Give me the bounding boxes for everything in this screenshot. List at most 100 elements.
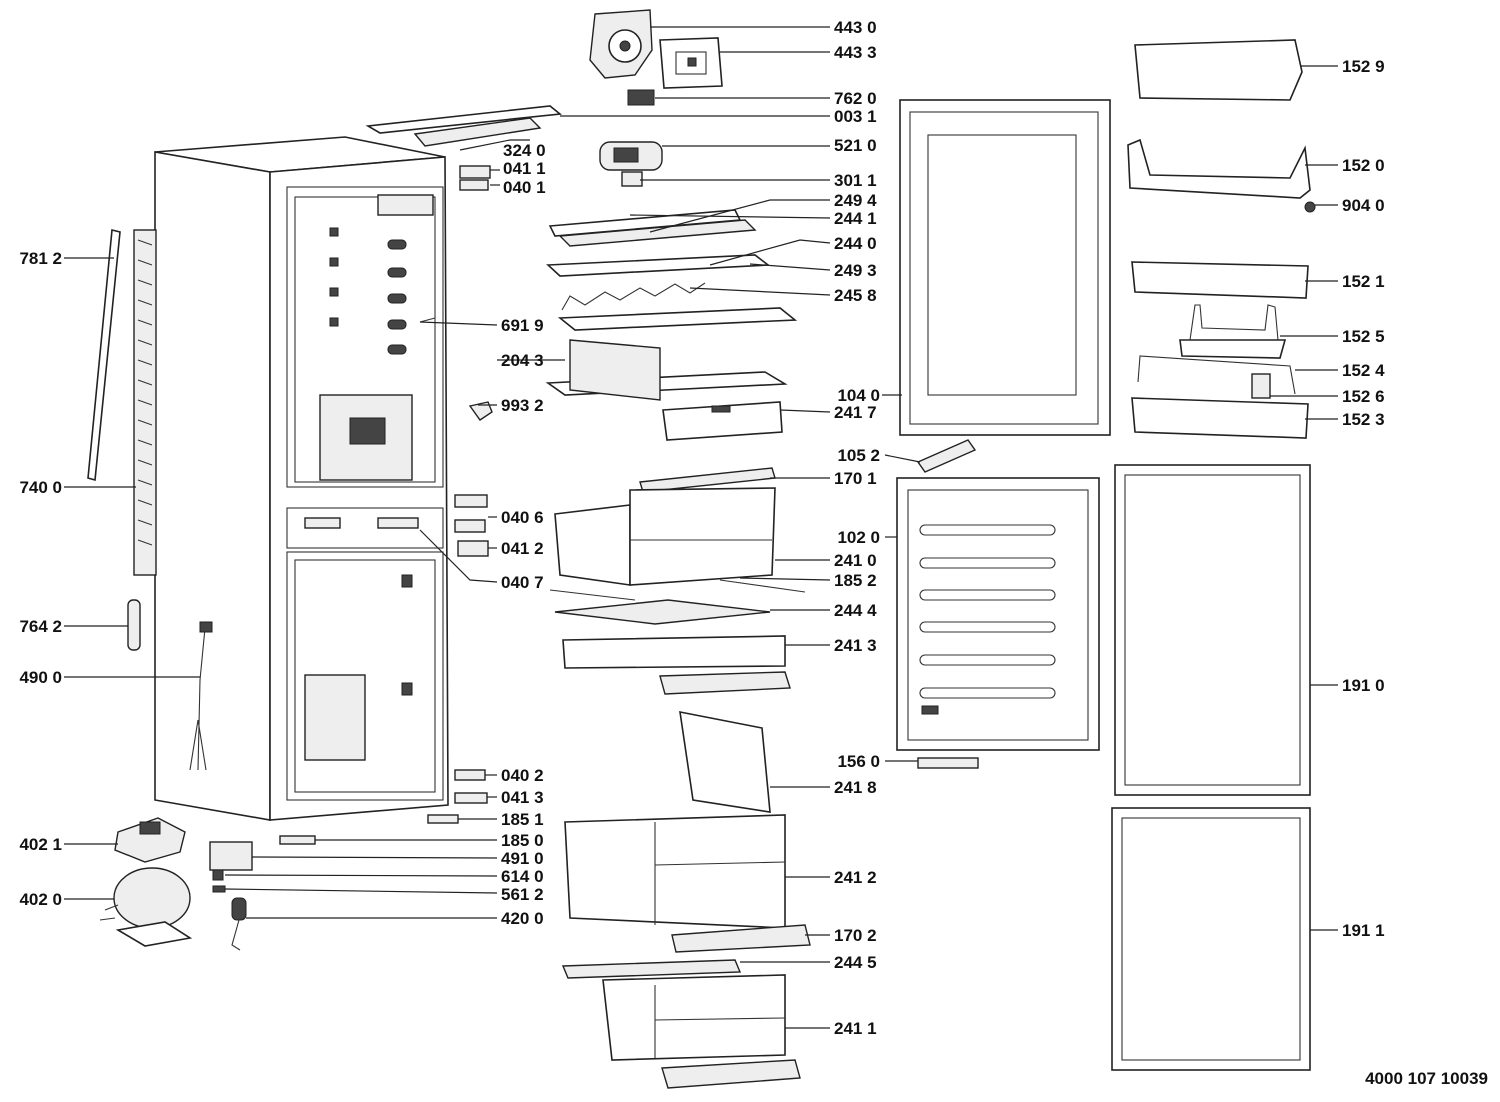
label-402-1: 402 1: [19, 835, 62, 854]
label-740-0: 740 0: [19, 478, 62, 497]
label-781-2: 781 2: [19, 249, 62, 268]
glass-shelf-2444: [554, 599, 771, 625]
label-521-0: 521 0: [834, 136, 877, 155]
label-185-1: 185 1: [501, 810, 544, 829]
door-hinge-bottom: [917, 757, 979, 769]
label-040-1: 040 1: [503, 178, 546, 197]
hinge-bracket: [916, 439, 977, 473]
label-443-0: 443 0: [834, 18, 877, 37]
label-152-0: 152 0: [1342, 156, 1385, 175]
label-152-5: 152 5: [1342, 327, 1385, 346]
condenser-coil: [133, 229, 157, 576]
label-241-8: 241 8: [834, 778, 877, 797]
label-244-0: 244 0: [834, 234, 877, 253]
label-241-0: 241 0: [834, 551, 877, 570]
label-245-8: 245 8: [834, 286, 877, 305]
label-102-0: 102 0: [837, 528, 880, 547]
label-420-0: 420 0: [501, 909, 544, 928]
bin-cover: [1134, 39, 1303, 101]
power-cord: [189, 621, 213, 771]
rail-1524: [1137, 355, 1296, 395]
label-244-1: 244 1: [834, 209, 877, 228]
compressor-cover: [114, 817, 186, 863]
label-241-3: 241 3: [834, 636, 877, 655]
label-152-1: 152 1: [1342, 272, 1385, 291]
label-614-0: 614 0: [501, 867, 544, 886]
leader-lines: [64, 26, 1338, 1029]
lower-freezer-drawer: [602, 974, 801, 1089]
label-241-2: 241 2: [834, 868, 877, 887]
label-040-2: 040 2: [501, 766, 544, 785]
relay-box: [209, 841, 253, 951]
fan-cover: [659, 37, 723, 89]
freezer-tray: [562, 635, 791, 695]
label-041-1: 041 1: [503, 159, 546, 178]
label-491-0: 491 0: [501, 849, 544, 868]
part-labels: 443 0 443 3 762 0 003 1 324 0 041 1 040 …: [19, 18, 1488, 1088]
label-324-0: 324 0: [503, 141, 546, 160]
label-301-1: 301 1: [834, 171, 877, 190]
dairy-box: [662, 401, 783, 441]
drawer-front-flap: [679, 710, 771, 813]
top-panel: [365, 105, 563, 147]
label-204-3: 204 3: [501, 351, 544, 370]
label-170-2: 170 2: [834, 926, 877, 945]
door-gasket-upper: [1114, 464, 1311, 796]
fan-motor: [589, 9, 653, 79]
label-040-7: 040 7: [501, 573, 544, 592]
label-762-0: 762 0: [834, 89, 877, 108]
drain-pipe: [87, 228, 121, 482]
glass-shelf-2445: [561, 959, 742, 979]
label-191-0: 191 0: [1342, 676, 1385, 695]
thermostat-housing: [599, 141, 663, 187]
label-041-2: 041 2: [501, 539, 544, 558]
label-003-1: 003 1: [834, 107, 877, 126]
label-152-3: 152 3: [1342, 410, 1385, 429]
egg-rack: [1127, 138, 1311, 199]
label-104-0: 104 0: [837, 386, 880, 405]
freezer-door-liner: [896, 477, 1100, 751]
label-105-2: 105 2: [837, 446, 880, 465]
label-185-2: 185 2: [834, 571, 877, 590]
label-764-2: 764 2: [19, 617, 62, 636]
bottle-holder: [1179, 339, 1287, 359]
crisper-drawer: [554, 487, 776, 586]
label-185-0: 185 0: [501, 831, 544, 850]
label-443-3: 443 3: [834, 43, 877, 62]
label-244-5: 244 5: [834, 953, 877, 972]
label-156-0: 156 0: [837, 752, 880, 771]
label-040-6: 040 6: [501, 508, 544, 527]
bin-knob: [1304, 201, 1316, 213]
label-993-2: 993 2: [501, 396, 544, 415]
label-041-3: 041 3: [501, 788, 544, 807]
label-241-1: 241 1: [834, 1019, 877, 1038]
filter-part: [627, 89, 655, 106]
fridge-shelves: [545, 209, 798, 401]
label-152-9: 152 9: [1342, 57, 1385, 76]
cabinet-body: [154, 136, 449, 821]
drawer-slides: [549, 579, 806, 601]
wine-rack: [557, 282, 798, 331]
filter-drier: [127, 599, 141, 651]
label-691-9: 691 9: [501, 316, 544, 335]
door-gasket-lower: [1111, 807, 1311, 1071]
cabinet-vent-slots: [329, 227, 413, 696]
freezer-drawer: [564, 814, 811, 953]
door-ribs: [919, 524, 1056, 699]
label-904-0: 904 0: [1342, 196, 1385, 215]
label-152-6: 152 6: [1342, 387, 1385, 406]
drawing-number: 4000 107 10039: [1365, 1069, 1488, 1088]
label-249-4: 249 4: [834, 191, 877, 210]
door-bins: [1127, 39, 1316, 439]
label-191-1: 191 1: [1342, 921, 1385, 940]
fridge-door-liner: [899, 99, 1111, 436]
label-152-4: 152 4: [1342, 361, 1385, 380]
bin-1521: [1131, 261, 1309, 299]
compressor: [99, 867, 193, 947]
label-402-0: 402 0: [19, 890, 62, 909]
label-241-7: 241 7: [834, 403, 877, 422]
label-244-4: 244 4: [834, 601, 877, 620]
divider-1526: [1251, 373, 1271, 399]
label-490-0: 490 0: [19, 668, 62, 687]
